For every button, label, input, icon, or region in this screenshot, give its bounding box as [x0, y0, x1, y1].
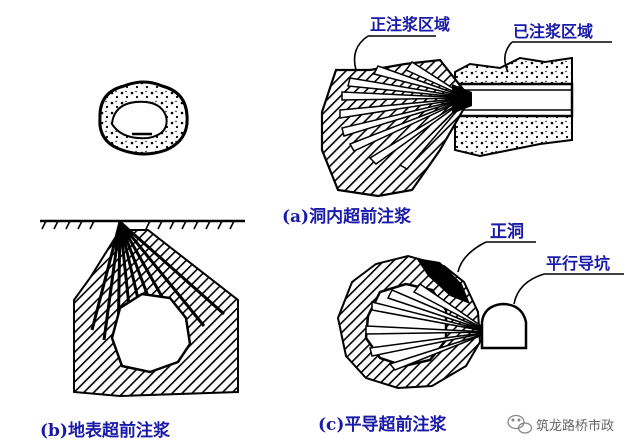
parallel-heading-label: 平行导坑: [546, 254, 610, 273]
parallel-heading-section: [480, 302, 528, 350]
main-tunnel-label: 正洞: [490, 222, 524, 242]
in-tunnel-grouting-diagram: [320, 56, 574, 198]
watermark-text: 筑龙路桥市政: [536, 418, 614, 434]
surface-grouting-diagram: [40, 219, 245, 398]
ground-hatch-marks: [41, 220, 235, 230]
tunnel-cross-section: [98, 80, 189, 156]
watermark: 筑龙路桥市政: [507, 414, 614, 434]
caption-b: (b)地表超前注浆: [40, 420, 171, 441]
done-zone-label: 已注浆区域: [513, 22, 593, 41]
caption-a: (a)洞内超前注浆: [282, 206, 412, 227]
wechat-icon: [507, 414, 533, 434]
parallel-heading-grouting-diagram: [336, 254, 528, 390]
leader-lines: [353, 35, 624, 305]
surface-tunnel-section: [110, 292, 192, 374]
active-zone-label: 正注浆区域: [370, 15, 450, 34]
caption-c: (c)平导超前注浆: [318, 414, 447, 435]
